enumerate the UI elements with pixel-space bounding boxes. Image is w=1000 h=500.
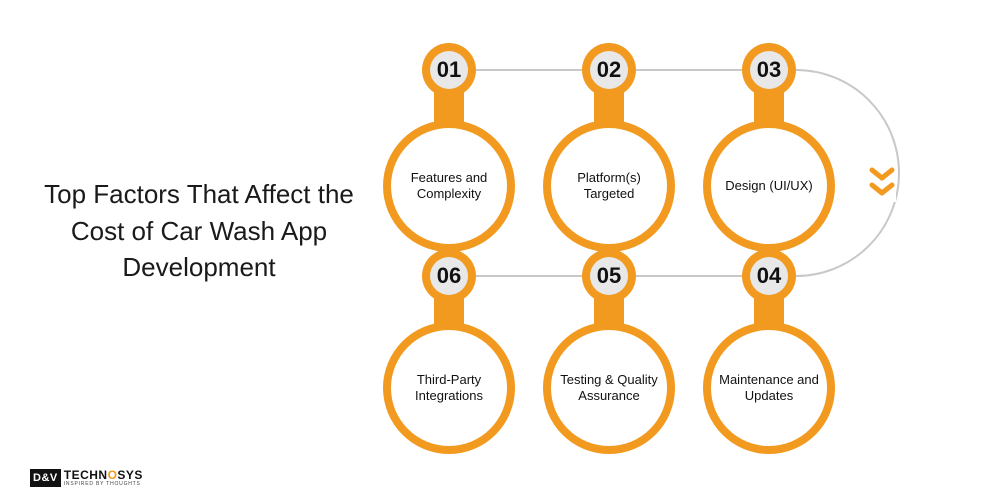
step-node-03 <box>703 43 835 252</box>
step-node-04 <box>703 249 835 454</box>
step-label: Design (UI/UX) <box>725 178 813 193</box>
step-node-01 <box>383 43 515 252</box>
step-label: Maintenance and Updates <box>719 372 819 403</box>
step-number-badge <box>750 257 788 295</box>
step-number: 05 <box>596 263 622 288</box>
step-node-02 <box>543 43 675 252</box>
double-chevron-down-icon <box>868 164 896 202</box>
step-inner-circle <box>711 330 827 446</box>
step-inner-circle <box>551 330 667 446</box>
step-number: 04 <box>756 263 782 288</box>
step-inner-circle <box>711 128 827 244</box>
step-inner-circle <box>551 128 667 244</box>
logo-badge: D&V <box>30 469 61 487</box>
logo-tagline: INSPIRED BY THOUGHTS <box>63 480 141 487</box>
step-number: 01 <box>436 57 462 82</box>
step-label: Platform(s) Targeted <box>577 170 641 201</box>
step-number-badge <box>590 51 628 89</box>
step-number: 06 <box>436 263 462 288</box>
connector-03-04-arc <box>795 69 900 277</box>
step-number: 03 <box>756 57 782 82</box>
step-label: Testing & Quality Assurance <box>560 372 658 403</box>
connector-lines <box>476 69 900 277</box>
step-number-badge <box>430 51 468 89</box>
step-node-05 <box>543 249 675 454</box>
logo-wordmark: TECHNOSYS <box>63 467 143 482</box>
step-number-badge <box>430 257 468 295</box>
step-number-badge <box>750 51 788 89</box>
step-label: Third-Party Integrations <box>415 372 483 403</box>
step-inner-circle <box>391 330 507 446</box>
step-node-06 <box>383 249 515 454</box>
company-logo: D&V TECHNOSYS INSPIRED BY THOUGHTS <box>30 467 143 489</box>
step-label: Features and Complexity <box>410 170 488 201</box>
diagram-title: Top Factors That Affect the Cost of Car … <box>44 179 354 282</box>
step-number-badge <box>590 257 628 295</box>
step-number: 02 <box>596 57 622 82</box>
step-inner-circle <box>391 128 507 244</box>
